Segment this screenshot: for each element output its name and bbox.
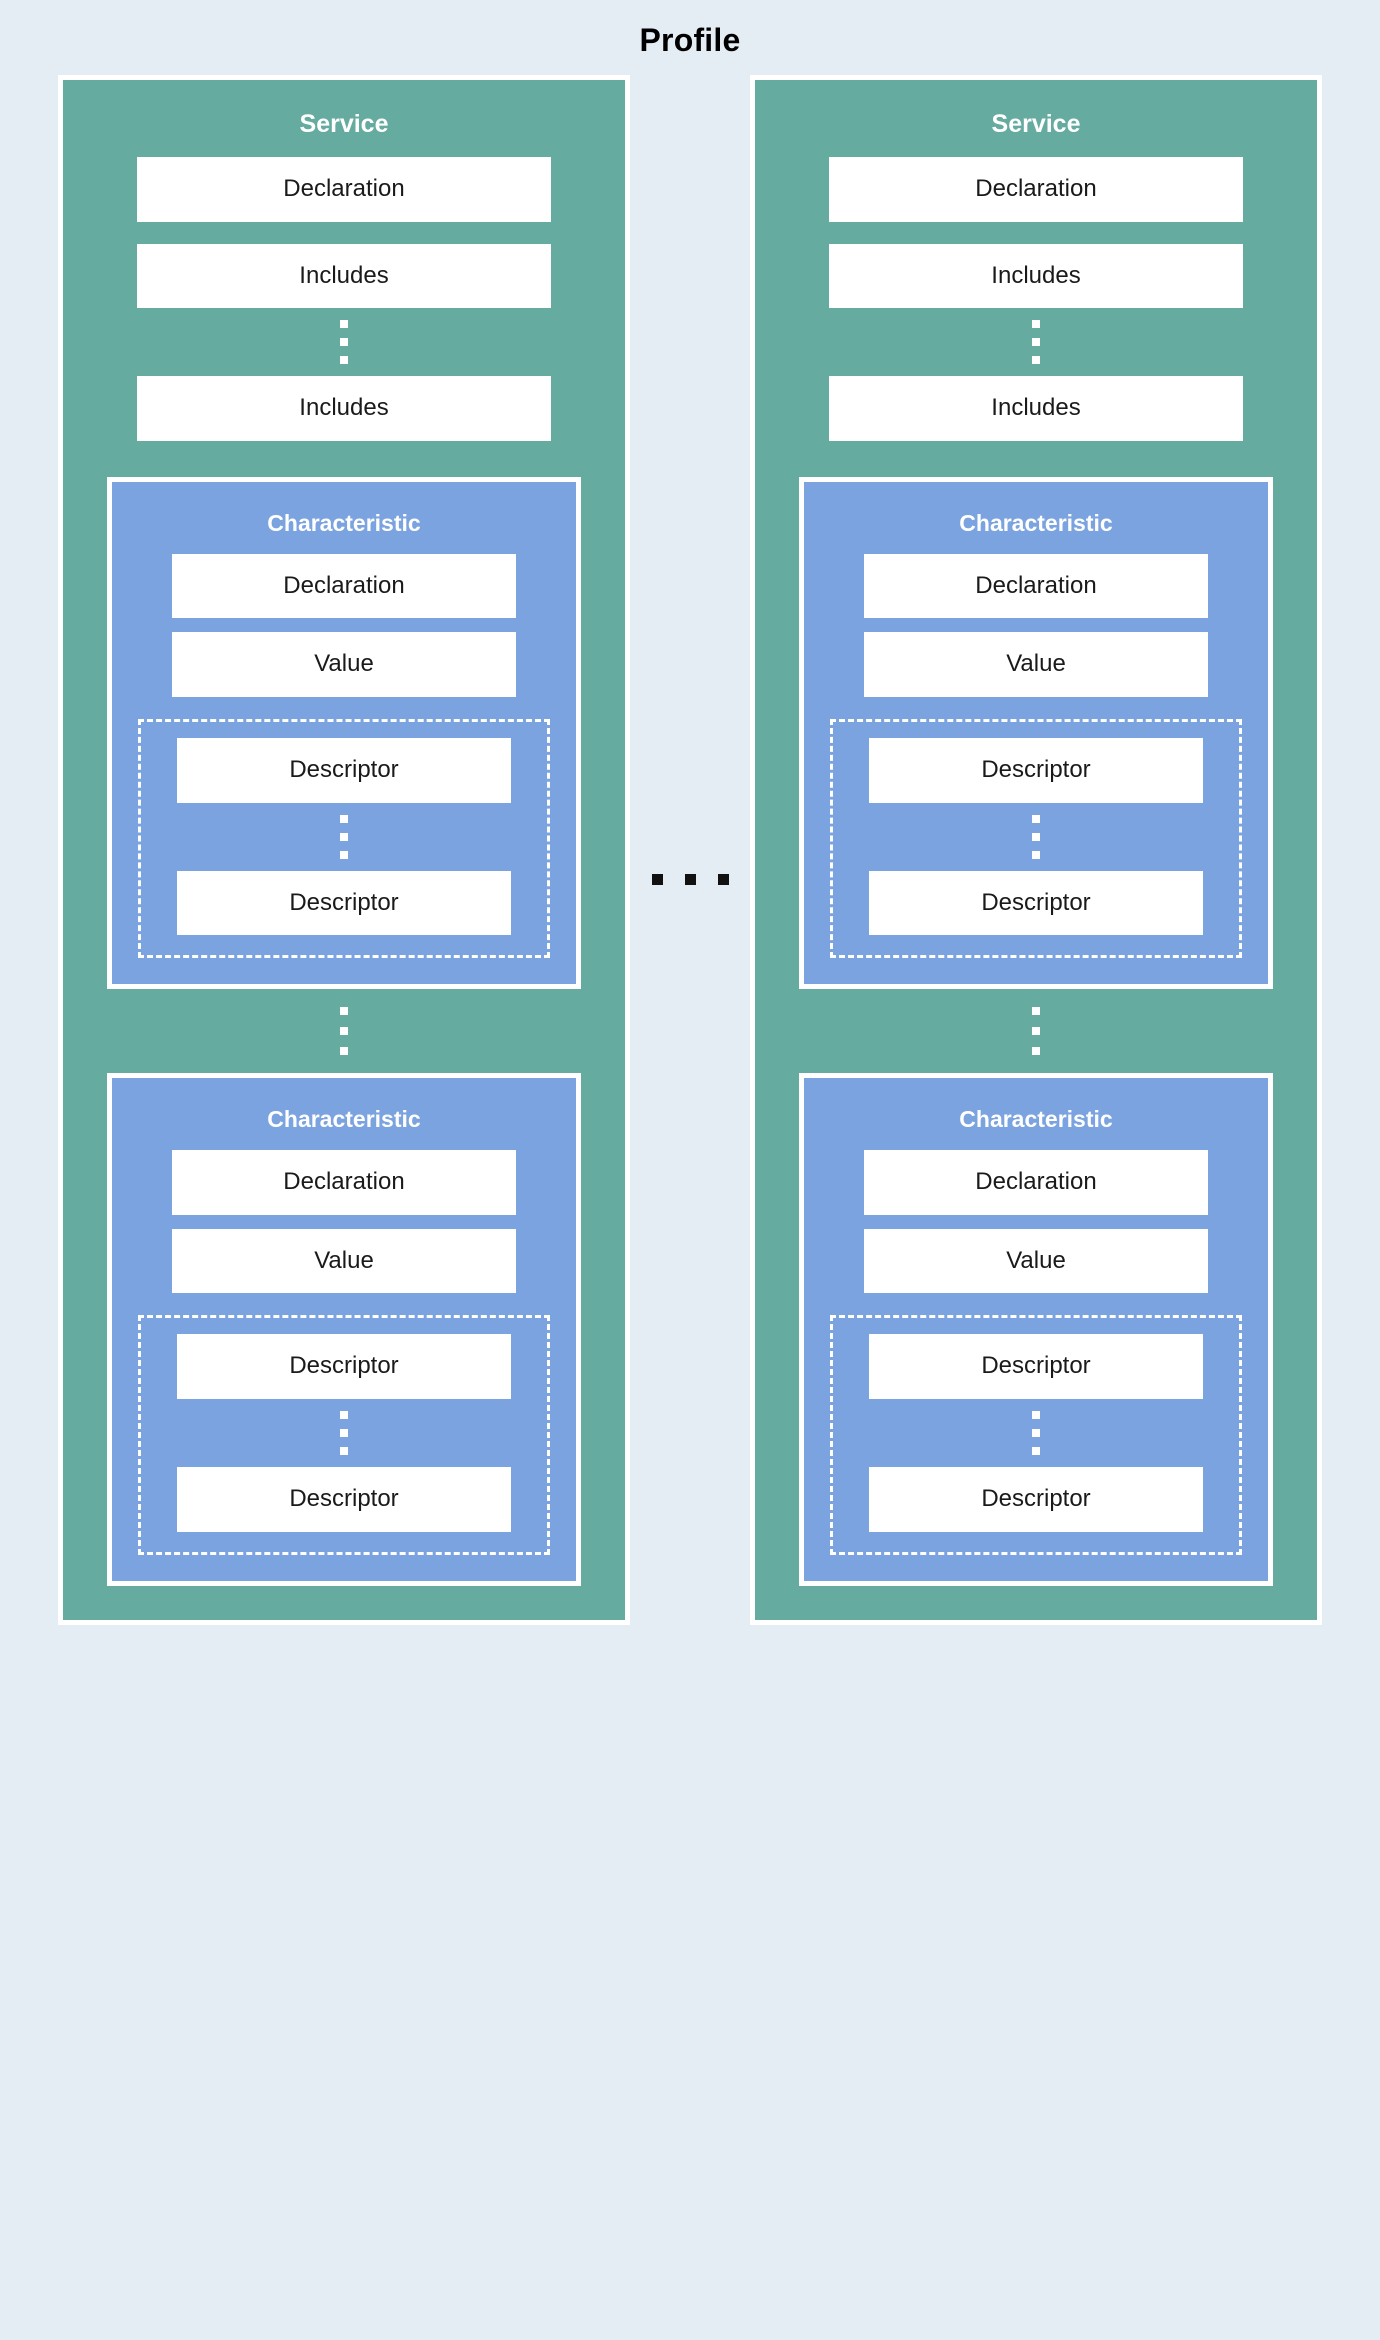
service-includes-box[interactable]: Includes (137, 243, 551, 309)
spacer (126, 618, 562, 632)
descriptor-box[interactable]: Descriptor (177, 870, 511, 936)
descriptor-vertical-ellipsis-icon (149, 1399, 539, 1467)
horizontal-ellipsis-icon (651, 874, 729, 886)
spacer (126, 1293, 562, 1315)
descriptor-group: Descriptor Descriptor (138, 1315, 550, 1555)
service-title: Service (299, 110, 389, 138)
service-includes-box[interactable]: Includes (829, 376, 1243, 441)
descriptor-vertical-ellipsis-icon (841, 803, 1231, 871)
service-columns: Service Declaration Includes Includes Ch… (0, 59, 1380, 1625)
characteristic-title: Characteristic (959, 1106, 1113, 1133)
characteristic-declaration-box[interactable]: Declaration (864, 1150, 1208, 1215)
descriptor-vertical-ellipsis-icon (149, 803, 539, 871)
descriptor-box[interactable]: Descriptor (869, 1466, 1203, 1532)
service-declaration-box[interactable]: Declaration (137, 157, 551, 222)
service-declaration-box[interactable]: Declaration (829, 157, 1243, 222)
spacer (818, 697, 1254, 719)
characteristic-box[interactable]: Characteristic Declaration Value Descrip… (799, 1073, 1273, 1586)
descriptor-group: Descriptor Descriptor (830, 718, 1242, 959)
descriptor-vertical-ellipsis-icon (841, 1399, 1231, 1467)
characteristic-value-box[interactable]: Value (864, 1228, 1208, 1294)
characteristic-declaration-box[interactable]: Declaration (864, 553, 1208, 619)
characteristic-box[interactable]: Characteristic Declaration Value Descrip… (799, 476, 1273, 990)
descriptor-box[interactable]: Descriptor (177, 1334, 511, 1399)
includes-vertical-ellipsis-icon (777, 308, 1295, 376)
service-box[interactable]: Service Declaration Includes Includes Ch… (58, 75, 630, 1625)
service-title: Service (991, 110, 1081, 138)
characteristic-vertical-ellipsis-icon (85, 989, 603, 1073)
characteristic-title: Characteristic (267, 509, 421, 536)
columns-separator (630, 75, 750, 1625)
characteristic-title: Characteristic (959, 509, 1113, 536)
descriptor-box[interactable]: Descriptor (177, 737, 511, 803)
page-title: Profile (639, 22, 741, 58)
descriptor-box[interactable]: Descriptor (869, 1334, 1203, 1399)
service-column-left: Service Declaration Includes Includes Ch… (58, 75, 630, 1625)
descriptor-group: Descriptor Descriptor (830, 1315, 1242, 1555)
includes-vertical-ellipsis-icon (85, 308, 603, 376)
service-column-right: Service Declaration Includes Includes Ch… (750, 75, 1322, 1625)
characteristic-value-box[interactable]: Value (172, 1228, 516, 1294)
descriptor-box[interactable]: Descriptor (177, 1466, 511, 1532)
characteristic-value-box[interactable]: Value (172, 632, 516, 697)
service-box[interactable]: Service Declaration Includes Includes Ch… (750, 75, 1322, 1625)
characteristic-declaration-box[interactable]: Declaration (172, 1150, 516, 1215)
characteristic-box[interactable]: Characteristic Declaration Value Descrip… (107, 1073, 581, 1586)
spacer (126, 697, 562, 719)
characteristic-title: Characteristic (267, 1106, 421, 1133)
characteristic-declaration-box[interactable]: Declaration (172, 553, 516, 619)
spacer (818, 618, 1254, 632)
spacer (818, 1293, 1254, 1315)
spacer (85, 222, 603, 244)
characteristic-box[interactable]: Characteristic Declaration Value Descrip… (107, 476, 581, 990)
descriptor-box[interactable]: Descriptor (869, 737, 1203, 803)
spacer (85, 441, 603, 477)
service-includes-box[interactable]: Includes (829, 243, 1243, 309)
characteristic-value-box[interactable]: Value (864, 632, 1208, 697)
descriptor-group: Descriptor Descriptor (138, 718, 550, 959)
descriptor-box[interactable]: Descriptor (869, 870, 1203, 936)
spacer (126, 1215, 562, 1229)
spacer (777, 222, 1295, 244)
service-includes-box[interactable]: Includes (137, 376, 551, 441)
spacer (818, 1215, 1254, 1229)
spacer (777, 441, 1295, 477)
characteristic-vertical-ellipsis-icon (777, 989, 1295, 1073)
